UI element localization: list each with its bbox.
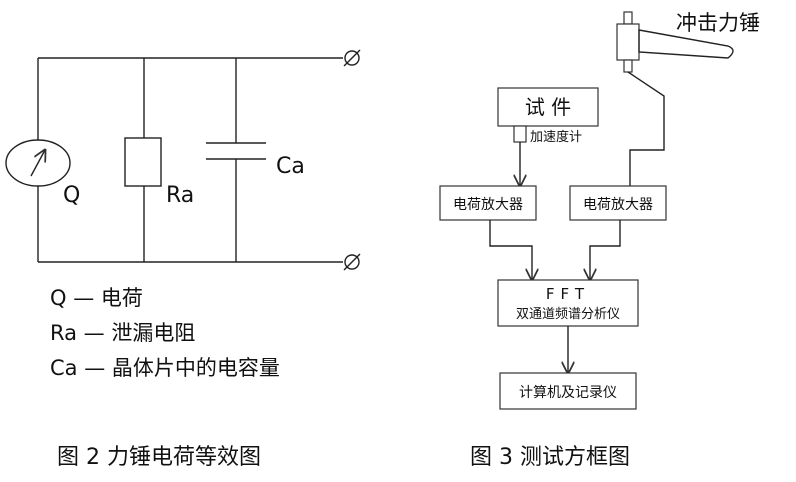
charge-amplifier-left xyxy=(439,185,537,221)
legend-line-2: Ra — 泄漏电阻 xyxy=(50,321,195,345)
test-block-diagram: 冲击力锤 试 件 加速度计 电荷放大器 电荷放大器 FFT 双通道频谱分析仪 计… xyxy=(439,11,760,470)
fft-analyzer-box xyxy=(497,279,639,327)
legend-line-1: Q — 电荷 xyxy=(50,286,143,310)
specimen-box xyxy=(497,87,599,127)
accelerometer-symbol xyxy=(513,125,527,143)
impact-hammer-symbol xyxy=(616,11,734,73)
left-amplifier-to-fft-arrow xyxy=(489,220,532,280)
charge-source-symbol xyxy=(5,139,71,187)
resistor-label: Ra xyxy=(166,183,194,208)
figure2-caption: 图 2 力锤电荷等效图 xyxy=(57,445,261,470)
capacitor-label: Ca xyxy=(276,154,305,179)
hammer-cable xyxy=(627,71,665,188)
equivalent-circuit: Q Ra Ca Q — 电荷 Ra — 泄漏电阻 Ca — 晶体片中的电容量 图… xyxy=(5,49,361,470)
charge-amplifier-right xyxy=(569,185,667,221)
computer-recorder-label: 计算机及记录仪 xyxy=(519,385,617,401)
charge-amplifier-right-label: 电荷放大器 xyxy=(583,197,653,213)
charge-source-arrow xyxy=(30,150,45,177)
fft-analyzer-title: FFT xyxy=(546,285,590,303)
terminal-bottom xyxy=(343,253,361,271)
source-label: Q xyxy=(63,183,80,208)
specimen-label: 试 件 xyxy=(525,95,571,119)
legend-line-3: Ca — 晶体片中的电容量 xyxy=(50,356,280,380)
resistor-symbol xyxy=(124,137,162,187)
fft-analyzer-subtitle: 双通道频谱分析仪 xyxy=(516,307,620,322)
computer-recorder-box xyxy=(499,372,637,410)
hammer-label: 冲击力锤 xyxy=(676,11,760,35)
figure3-caption: 图 3 测试方框图 xyxy=(470,445,630,470)
charge-amplifier-left-label: 电荷放大器 xyxy=(453,197,523,213)
right-amplifier-to-fft-arrow xyxy=(590,220,621,280)
accelerometer-label: 加速度计 xyxy=(530,129,582,145)
terminal-top xyxy=(343,49,361,67)
